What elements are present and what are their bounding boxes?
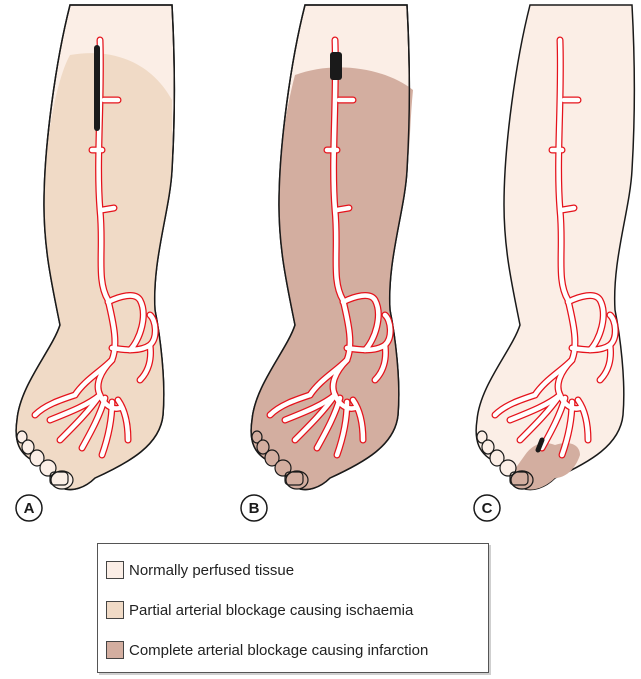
panel-label-b: B xyxy=(241,495,267,521)
limb-ischaemia-diagram: A B C xyxy=(0,0,641,530)
legend-item-ischaemia: Partial arterial blockage causing ischae… xyxy=(106,599,413,621)
panel-label-a: A xyxy=(16,495,42,521)
panel-b xyxy=(251,5,413,490)
panel-label-c-text: C xyxy=(482,500,493,517)
panel-a xyxy=(16,5,174,490)
legend-box: Normally perfused tissue Partial arteria… xyxy=(97,543,489,673)
panel-c xyxy=(476,5,634,490)
legend-item-normal: Normally perfused tissue xyxy=(106,559,294,581)
legend-label-normal: Normally perfused tissue xyxy=(129,562,294,579)
legend-item-infarction: Complete arterial blockage causing infar… xyxy=(106,639,428,661)
legend-swatch-ischaemia xyxy=(106,601,124,619)
panel-label-b-text: B xyxy=(249,500,260,517)
legend-swatch-normal xyxy=(106,561,124,579)
legend-swatch-infarction xyxy=(106,641,124,659)
panel-label-c: C xyxy=(474,495,500,521)
occlusion-b xyxy=(330,52,342,80)
legend-label-ischaemia: Partial arterial blockage causing ischae… xyxy=(129,602,413,619)
legend-label-infarction: Complete arterial blockage causing infar… xyxy=(129,642,428,659)
panel-label-a-text: A xyxy=(24,500,35,517)
